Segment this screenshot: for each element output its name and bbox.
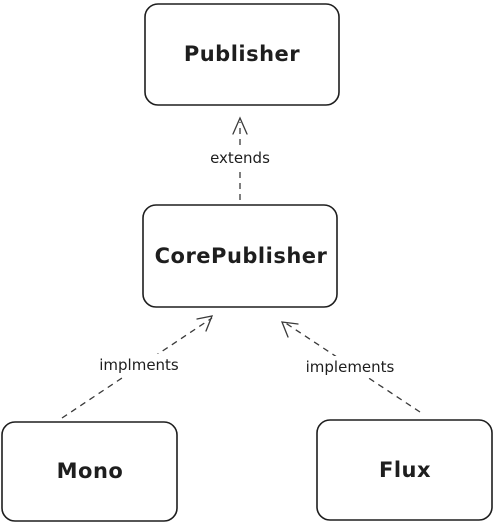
node-flux-label: Flux <box>379 458 431 482</box>
node-mono-box <box>1 421 178 522</box>
edge-extends-label: extends <box>210 149 270 167</box>
node-publisher[interactable]: Publisher <box>144 3 340 106</box>
node-core-publisher[interactable]: CorePublisher <box>142 204 338 308</box>
node-mono-label: Mono <box>57 459 124 483</box>
edge-mono-implements: implments <box>61 315 214 419</box>
edge-mono-implements-arrowhead <box>196 315 214 332</box>
node-flux-box <box>316 419 493 521</box>
edge-flux-implements: implements <box>280 321 421 413</box>
edge-mono-implements-label: implments <box>99 356 179 374</box>
edge-extends-arrowhead <box>232 116 248 135</box>
node-core-publisher-box <box>142 204 338 308</box>
edge-flux-implements-arrowhead <box>280 321 299 338</box>
node-mono[interactable]: Mono <box>1 421 178 522</box>
node-flux[interactable]: Flux <box>316 419 493 521</box>
node-publisher-box <box>144 3 340 106</box>
edge-extends: extends <box>197 116 283 200</box>
edge-flux-implements-label: implements <box>306 358 395 376</box>
node-publisher-label: Publisher <box>184 42 300 66</box>
node-core-publisher-label: CorePublisher <box>155 244 328 268</box>
